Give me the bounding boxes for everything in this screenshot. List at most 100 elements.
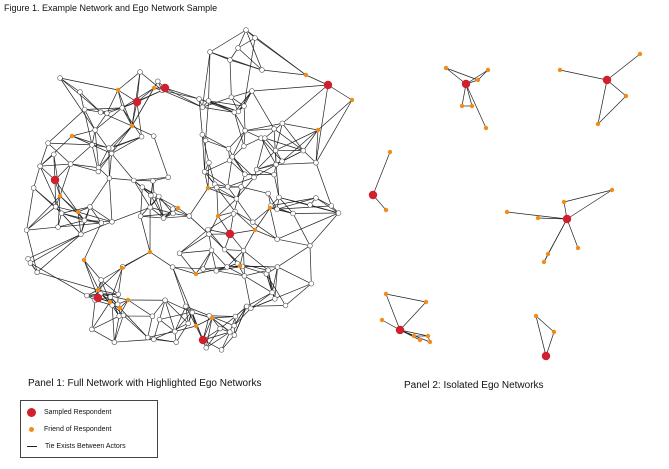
tie-edge: [26, 195, 61, 231]
tie-edge: [276, 208, 294, 214]
tie-edge: [208, 100, 245, 107]
tie-edge: [254, 37, 307, 76]
friend-node: [475, 77, 481, 83]
tie-edge: [209, 315, 236, 317]
actor-node: [45, 140, 51, 146]
tie-edge: [172, 266, 192, 313]
tie-edge: [243, 250, 269, 271]
actor-node: [217, 325, 223, 332]
actor-node: [67, 161, 74, 167]
actor-node: [131, 177, 137, 184]
actor-node: [51, 151, 57, 158]
tie-edge: [234, 306, 247, 336]
tie-edge: [179, 249, 212, 254]
tie-edge: [174, 306, 187, 332]
actor-node: [271, 171, 277, 178]
tie-edge: [188, 187, 209, 217]
tie-edge: [243, 106, 246, 131]
tie-edge: [260, 137, 283, 162]
tie-edge: [216, 270, 245, 277]
orange-dot-icon: [29, 426, 34, 432]
actor-node: [109, 219, 115, 225]
tie-edge: [465, 83, 487, 129]
tie-edge: [202, 331, 230, 341]
tie-edge: [117, 89, 123, 108]
tie-edge: [53, 154, 61, 197]
tie-edge: [109, 153, 112, 179]
friend-node: [443, 65, 449, 71]
tie-edge: [79, 91, 101, 113]
friend-node: [119, 265, 125, 271]
actor-node: [111, 339, 118, 345]
red-dot-icon: [27, 407, 36, 417]
isolated-ego-networks: [368, 51, 643, 361]
tie-edge: [237, 29, 247, 49]
actor-node: [114, 301, 121, 308]
friend-node: [147, 249, 153, 255]
tie-edge: [84, 220, 112, 223]
friend-node: [411, 333, 417, 339]
actor-node: [227, 57, 233, 63]
tie-edge: [164, 87, 200, 100]
actor-node: [176, 250, 183, 256]
actor-node: [98, 220, 105, 226]
actor-node: [170, 210, 176, 217]
actor-node: [307, 242, 313, 249]
tie-edge: [150, 207, 174, 214]
tie-edge: [231, 90, 253, 98]
actor-node: [97, 109, 104, 115]
tie-edge: [203, 266, 228, 270]
actor-node: [156, 193, 162, 200]
tie-edge: [277, 245, 311, 268]
actor-node: [115, 291, 122, 298]
tie-edge: [147, 316, 153, 338]
tie-edge: [211, 316, 236, 319]
tie-edge: [202, 134, 229, 149]
actor-node: [208, 247, 215, 253]
tie-edge: [164, 299, 189, 324]
ego-network: [443, 65, 491, 131]
tie-edge: [59, 77, 101, 113]
line-icon: [27, 445, 37, 447]
tie-edge: [309, 204, 339, 214]
tie-edge: [309, 212, 339, 246]
actor-node: [148, 192, 154, 199]
friend-node: [545, 251, 551, 257]
tie-edge: [261, 69, 307, 76]
legend-item-friend: Friend of Respondent: [27, 422, 111, 436]
tie-edge: [254, 229, 278, 240]
friend-node: [151, 85, 157, 91]
actor-node: [243, 27, 249, 33]
tie-edge: [234, 112, 246, 131]
tie-edge: [106, 89, 119, 114]
tie-edge: [273, 174, 280, 198]
tie-edge: [164, 300, 176, 332]
tie-edge: [221, 331, 231, 350]
actor-node: [189, 309, 195, 316]
actor-node: [34, 269, 40, 276]
actor-node: [206, 231, 212, 237]
actor-node: [203, 345, 209, 351]
friend-node: [561, 199, 567, 205]
tie-edge: [152, 300, 166, 317]
tie-edge: [535, 315, 547, 357]
friend-node: [57, 193, 63, 199]
actor-node: [186, 213, 192, 219]
actor-node: [240, 247, 247, 254]
friend-node: [209, 315, 215, 321]
actor-node: [172, 328, 178, 335]
tie-edge: [211, 250, 228, 268]
tie-edge: [315, 84, 329, 163]
friend-node: [575, 245, 581, 251]
actor-node: [106, 175, 113, 181]
actor-node: [119, 105, 125, 111]
sampled-respondent-node: [562, 214, 572, 224]
tie-edge: [37, 271, 99, 291]
tie-edge: [123, 315, 148, 338]
tie-edge: [226, 266, 245, 277]
actor-node: [241, 273, 248, 279]
friend-node: [469, 103, 475, 109]
tie-edge: [275, 162, 316, 165]
tie-edge: [269, 207, 278, 240]
actor-node: [104, 110, 110, 116]
